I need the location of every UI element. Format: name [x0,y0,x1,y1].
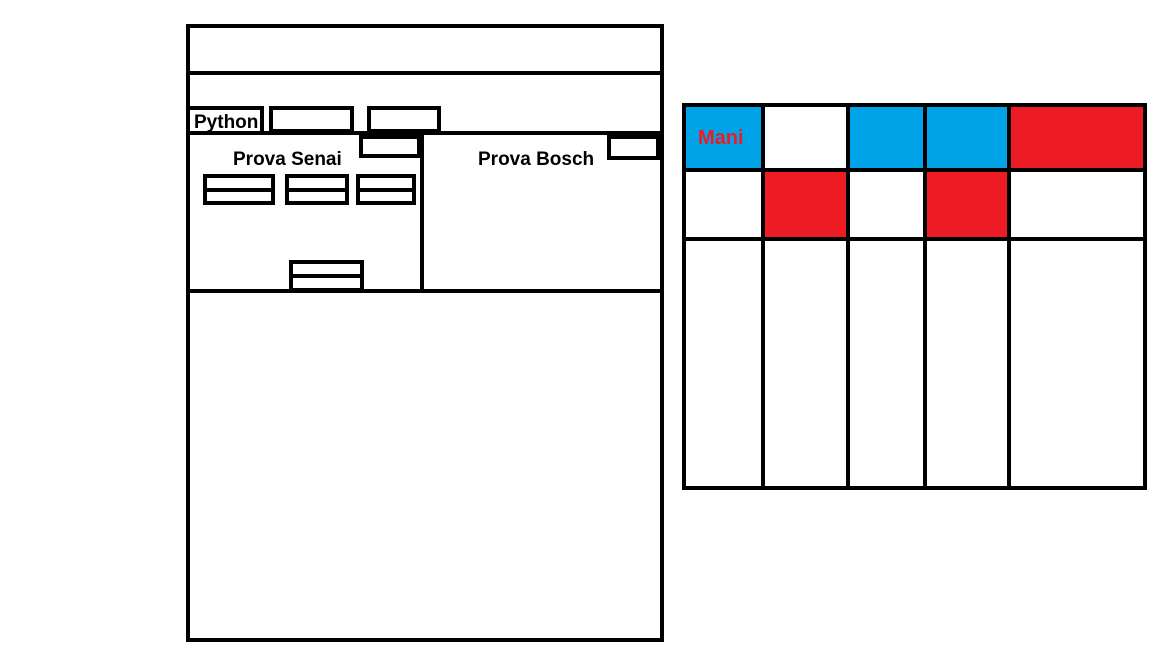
content-divider [186,289,664,293]
grid-cell-r3-c3 [848,239,925,488]
grid-vline-6 [1143,103,1147,490]
grid-vline-5 [1007,103,1011,490]
grid-vline-2 [761,103,765,490]
grid-cell-r2-c5 [1009,170,1145,239]
tabbar-divider [186,131,664,135]
grid-vline-3 [846,103,850,490]
grid-hline-3 [682,237,1147,241]
header-divider [186,71,664,75]
grid-cell-label-mani: Mani [698,127,744,149]
grid-cell-r2-c4 [925,170,1009,239]
grid-hline-4 [682,486,1147,490]
grid-cell-r1-c1 [684,105,763,170]
tab-3[interactable] [367,106,441,133]
grid-cell-r3-c1 [684,239,763,488]
grid-cell-r2-c1 [684,170,763,239]
panel-senai-bottom-slot[interactable] [289,260,364,292]
grid-cell-r1-c4 [925,105,1009,170]
grid-cell-r1-c3 [848,105,925,170]
panel-bosch-action-button[interactable] [607,135,660,160]
grid-cell-r2-c2 [763,170,848,239]
grid-cell-r3-c2 [763,239,848,488]
panel-title-bosch: Prova Bosch [478,149,595,170]
panel-divider [420,131,424,293]
app-wireframe [186,24,664,642]
tab-2[interactable] [269,106,354,133]
grid-cell-r1-c5 [1009,105,1145,170]
grid-cell-r2-c3 [848,170,925,239]
panel-title-senai: Prova Senai [233,149,342,170]
grid-cell-r3-c4 [925,239,1009,488]
tab-python-label: Python [194,112,259,133]
grid-hline-2 [682,168,1147,172]
grid-vline-1 [682,103,686,490]
tab-python[interactable] [186,106,264,135]
grid-cell-r1-c2 [763,105,848,170]
panel-senai-slot-3[interactable] [356,174,416,205]
panel-senai-slot-1[interactable] [203,174,275,205]
panel-senai-slot-2[interactable] [285,174,349,205]
grid-hline-1 [682,103,1147,107]
panel-senai-action-button[interactable] [359,135,421,158]
grid-vline-4 [923,103,927,490]
grid-cell-r3-c5 [1009,239,1145,488]
